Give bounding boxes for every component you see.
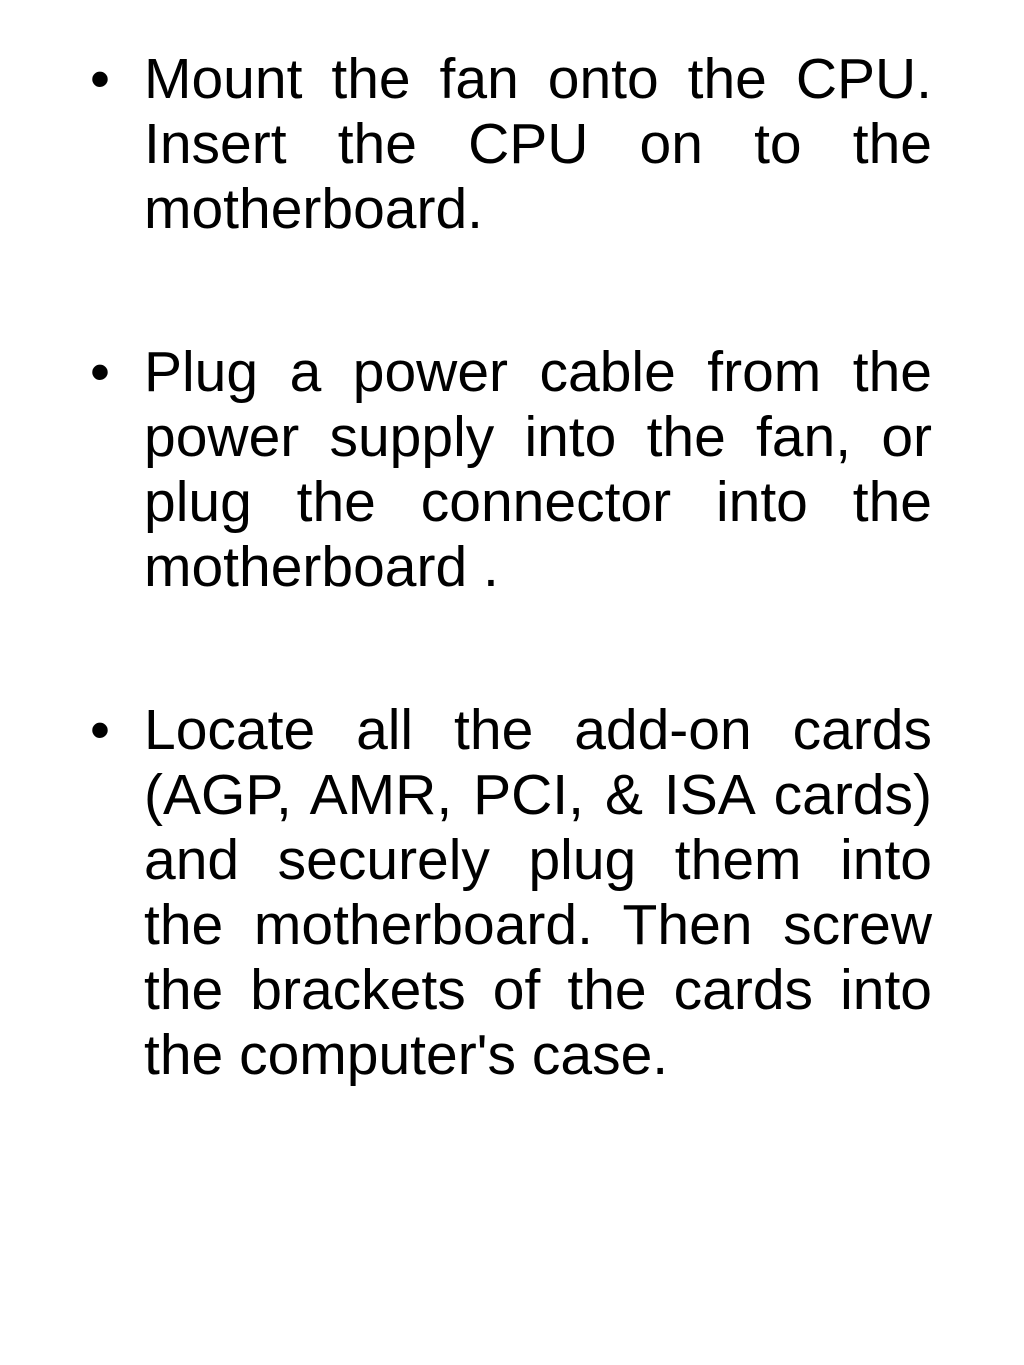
bullet-icon: • [90,340,110,404]
bullet-text: Locate all the add-on cards (AGP, AMR, P… [144,698,932,1087]
bullet-icon: • [90,698,110,762]
bullet-text: Mount the fan onto the CPU. Insert the C… [144,47,932,241]
bullet-item-add-on-cards: • Locate all the add-on cards (AGP, AMR,… [90,698,932,1088]
bullet-item-mount-fan: • Mount the fan onto the CPU. Insert the… [90,47,932,242]
bullet-list: • Mount the fan onto the CPU. Insert the… [90,47,932,1088]
bullet-icon: • [90,47,110,111]
bullet-text: Plug a power cable from the power supply… [144,340,932,599]
bullet-item-power-cable: • Plug a power cable from the power supp… [90,340,932,600]
